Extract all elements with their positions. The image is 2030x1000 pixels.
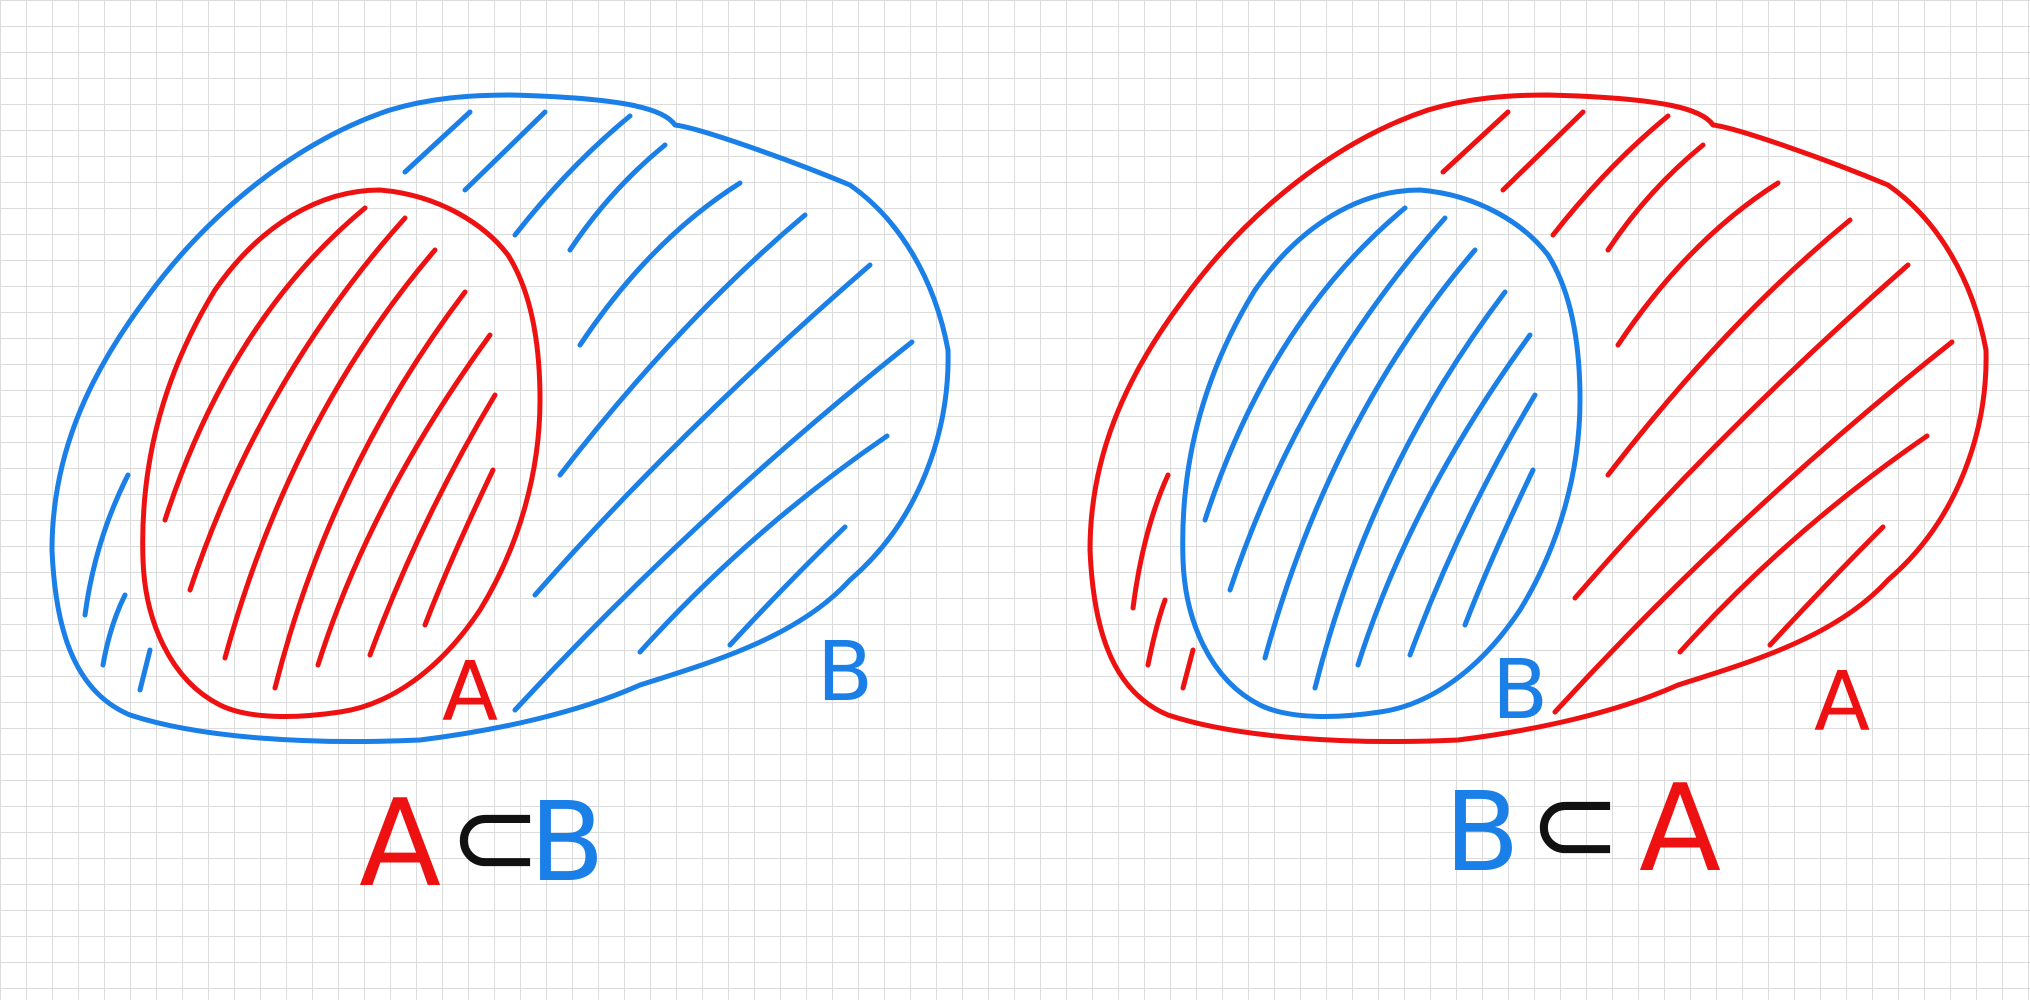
outer-set-a-hatching [1130, 109, 1955, 715]
outer-set-a-label: A [1814, 655, 1870, 750]
caption-subset-symbol: ⊂ [1529, 760, 1621, 888]
inner-set-a-hatching [162, 205, 498, 691]
inner-set-a-label: A [442, 645, 498, 740]
caption-left-set: A [359, 775, 441, 914]
outer-set-b-outline [49, 92, 951, 745]
outer-set-b-label: B [817, 625, 873, 720]
caption-right-set: B [529, 778, 604, 906]
outer-set-a-outline [1087, 92, 1989, 745]
diagram-right: B A B ⊂ A [1087, 92, 1989, 899]
caption-subset-symbol: ⊂ [449, 773, 541, 901]
caption-b-subset-a: B ⊂ A [1444, 760, 1721, 899]
diagram-left: A B A ⊂ B [49, 92, 951, 914]
caption-a-subset-b: A ⊂ B [359, 773, 605, 914]
inner-set-a-outline [140, 187, 543, 719]
caption-right-set: A [1639, 760, 1721, 899]
caption-left-set: B [1444, 768, 1519, 896]
inner-set-b-label: B [1492, 643, 1548, 738]
inner-set-b-outline [1180, 187, 1583, 719]
outer-set-b-hatching [82, 109, 915, 713]
inner-set-b-hatching [1202, 205, 1538, 691]
